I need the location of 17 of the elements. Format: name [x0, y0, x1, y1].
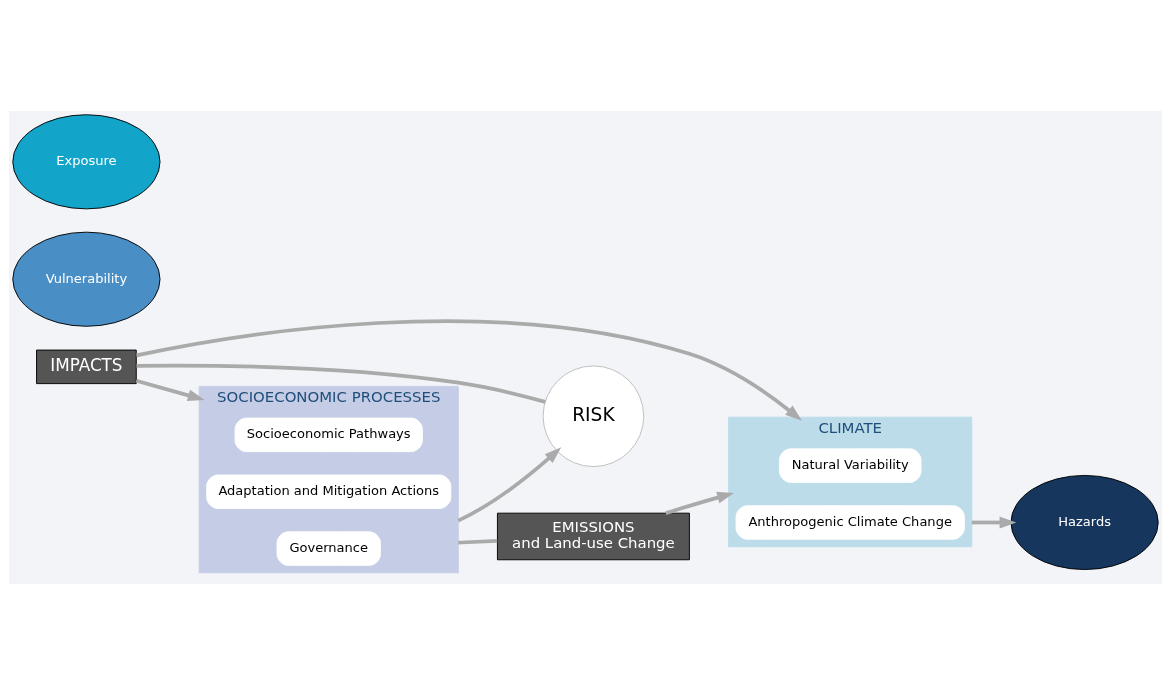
node-box: EMISSIONS and Land-use Change: [496, 512, 690, 561]
node-ellipse: Vulnerability: [12, 231, 161, 327]
node-ellipse: Exposure: [12, 114, 161, 210]
node-box: Governance: [276, 531, 381, 566]
arrow: [136, 319, 802, 421]
node-box: Anthropogenic Climate Change: [735, 505, 965, 540]
arrow: [135, 378, 205, 402]
node-box: Adaptation and Mitigation Actions: [206, 474, 452, 509]
node-box: Socioeconomic Pathways: [234, 417, 423, 453]
connector: [458, 539, 498, 545]
node-ellipse: Hazards: [1010, 474, 1159, 570]
arrow: [971, 516, 1017, 529]
connector: [136, 363, 546, 404]
node-box: IMPACTS: [36, 349, 137, 385]
arrow: [457, 447, 562, 523]
arrow: [665, 491, 734, 515]
node-box: Natural Variability: [778, 448, 922, 483]
